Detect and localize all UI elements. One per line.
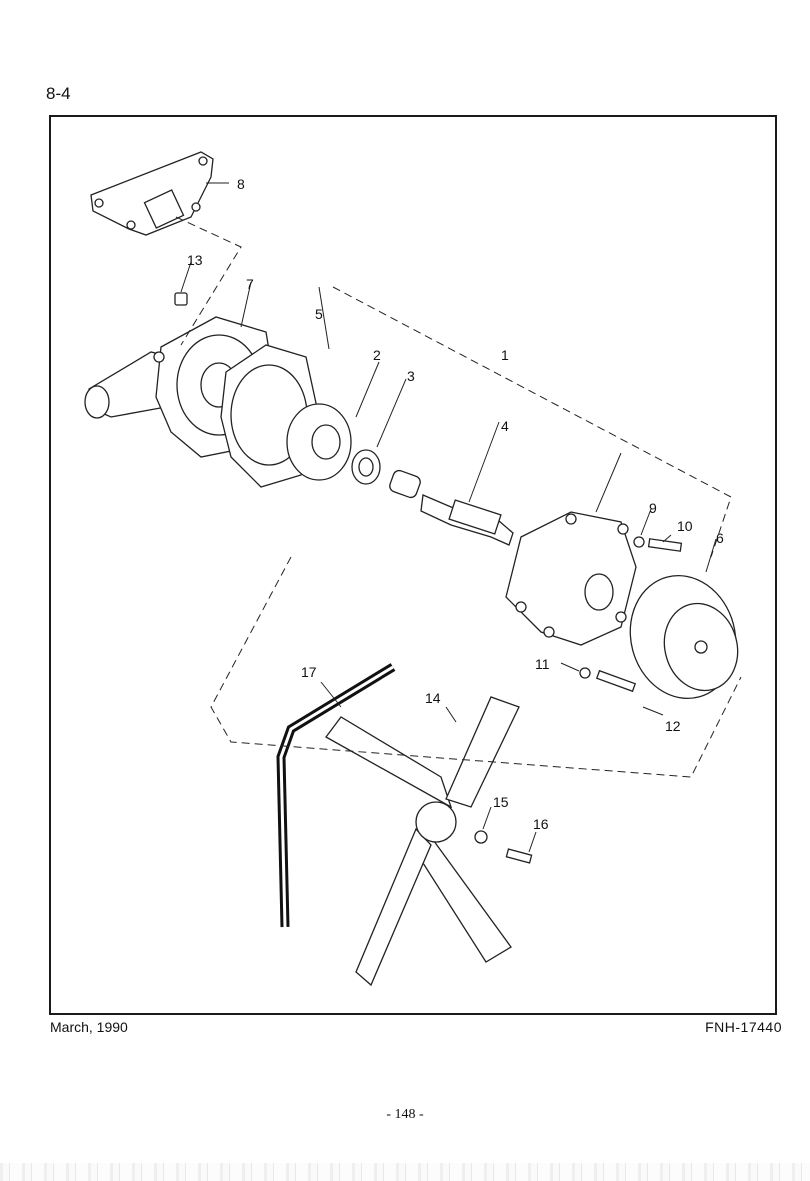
callout-5: 5 — [315, 306, 323, 322]
callout-1: 1 — [501, 347, 509, 363]
callout-16: 16 — [533, 816, 549, 832]
part-bushing — [389, 469, 421, 499]
exploded-parts-diagram: 1 2 3 4 5 6 7 8 9 10 11 12 13 14 15 16 1… — [84, 151, 742, 987]
publication-date: March, 1990 — [50, 1019, 128, 1035]
callout-6: 6 — [716, 530, 724, 546]
part-14-fan — [325, 696, 520, 987]
part-13-plug — [174, 292, 188, 306]
callout-3: 3 — [407, 368, 415, 384]
part-4-shaft — [420, 494, 514, 546]
callout-10: 10 — [677, 518, 693, 534]
callout-2: 2 — [373, 347, 381, 363]
callout-17: 17 — [301, 664, 317, 680]
part-1-housing — [505, 511, 637, 646]
callout-8: 8 — [237, 176, 245, 192]
document-number: FNH-17440 — [705, 1019, 782, 1035]
callout-7: 7 — [246, 276, 254, 292]
part-17-belt — [276, 663, 396, 928]
callout-12: 12 — [665, 718, 681, 734]
part-2-seal — [286, 403, 352, 481]
callout-15: 15 — [493, 794, 509, 810]
part-8-gasket-plate — [90, 151, 214, 236]
section-number: 8-4 — [46, 84, 71, 103]
part-9-10-bolt — [633, 536, 683, 552]
callout-4: 4 — [501, 418, 509, 434]
callout-11: 11 — [535, 656, 550, 672]
part-15-16-bolt — [474, 830, 533, 864]
callout-13: 13 — [187, 252, 203, 268]
callout-14: 14 — [425, 690, 441, 706]
part-11-12-bolt — [579, 667, 637, 693]
part-6-pulley — [629, 574, 739, 700]
part-3-ring — [351, 449, 381, 485]
scan-artifact-strip — [0, 1163, 810, 1181]
exploded-diagram-frame: 1 2 3 4 5 6 7 8 9 10 11 12 13 14 15 16 1… — [49, 115, 777, 1015]
page-number: - 148 - — [386, 1107, 424, 1122]
callout-9: 9 — [649, 500, 657, 516]
